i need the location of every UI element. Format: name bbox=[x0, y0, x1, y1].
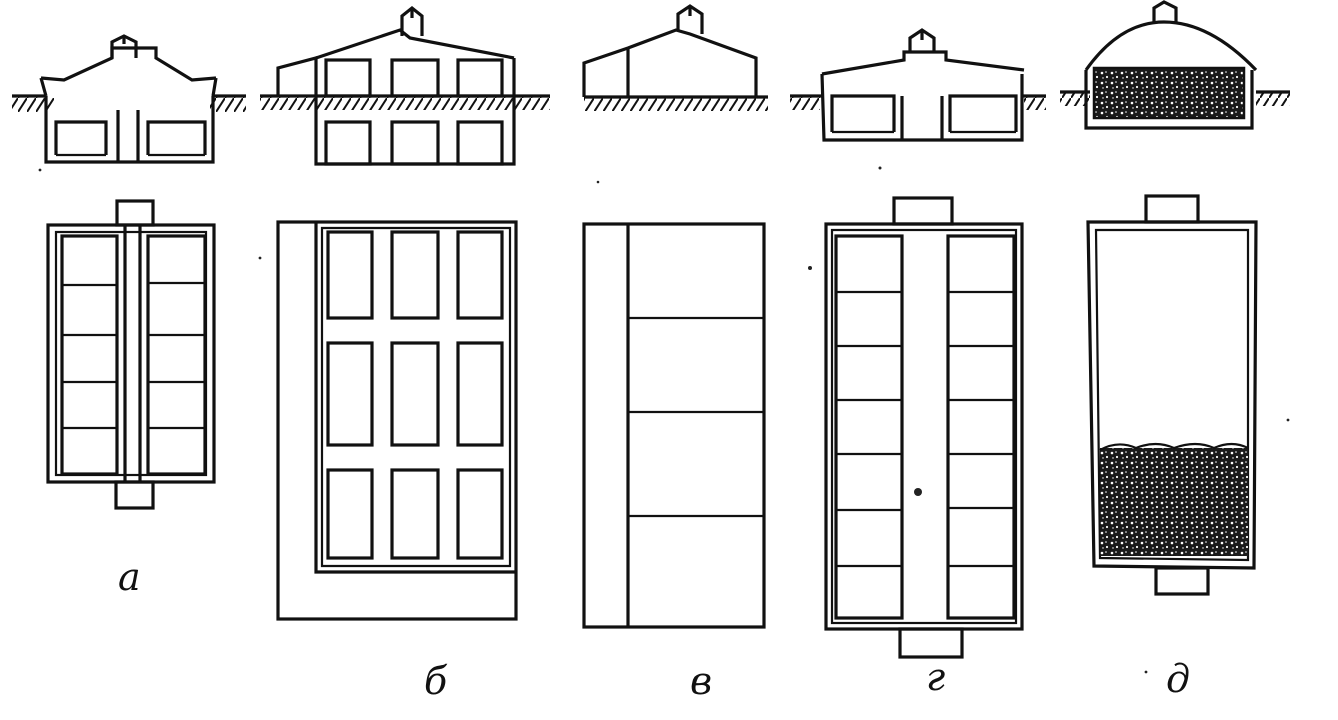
panel-d bbox=[1060, 0, 1290, 596]
panel-g bbox=[790, 28, 1046, 659]
panel-d-plan-view bbox=[1086, 194, 1258, 596]
panel-b bbox=[260, 5, 550, 621]
panel-g-plan-view bbox=[824, 196, 1024, 659]
scan-specks bbox=[38, 166, 1290, 674]
panel-label-v: в bbox=[690, 659, 713, 703]
panel-label-a: а bbox=[118, 555, 141, 599]
panel-label-b: б bbox=[424, 659, 448, 703]
panel-a-plan-view bbox=[46, 199, 216, 510]
panel-a bbox=[12, 34, 246, 510]
panel-v bbox=[582, 4, 768, 629]
panel-d-section-view bbox=[1060, 0, 1290, 130]
panel-g-section-view bbox=[790, 28, 1046, 142]
panel-b-section-view bbox=[260, 5, 550, 166]
granular-fill bbox=[1100, 448, 1248, 556]
panel-a-section-view bbox=[12, 34, 246, 164]
panel-v-plan-view bbox=[582, 222, 766, 629]
panel-b-plan-view bbox=[276, 220, 518, 621]
panel-label-d: д bbox=[1166, 657, 1191, 701]
panel-label-g: г bbox=[926, 655, 946, 699]
panel-v-section-view bbox=[582, 4, 768, 111]
